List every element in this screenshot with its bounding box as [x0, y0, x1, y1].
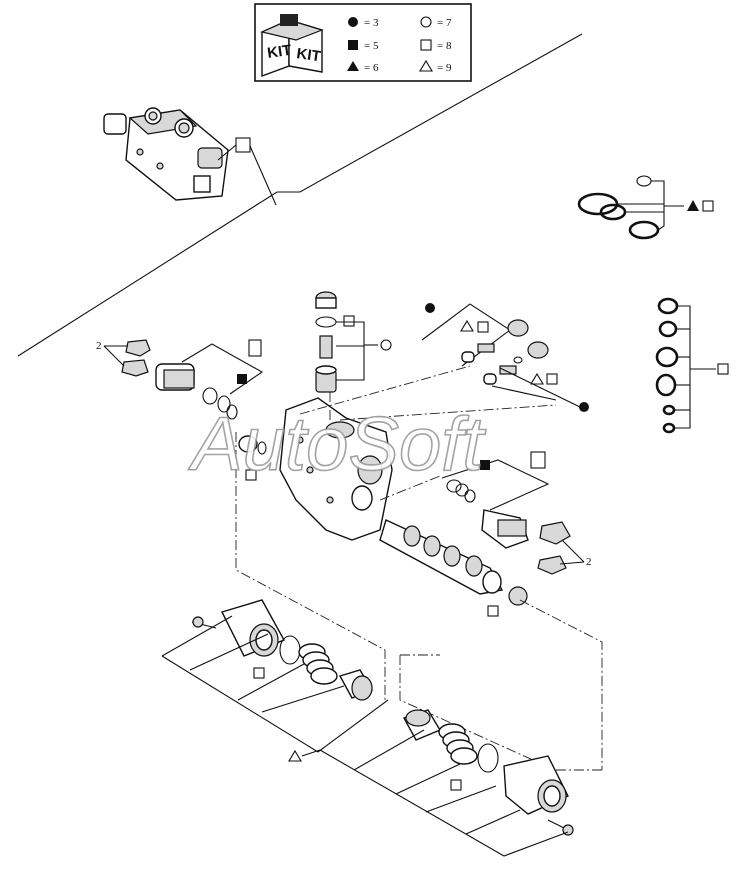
legend-open-circle-icon — [420, 16, 432, 28]
center-cartridge — [315, 291, 392, 393]
callout-filled-square-right-plug — [480, 460, 490, 470]
legend-open-triangle-icon — [419, 59, 433, 72]
callout-square-right-bottom — [717, 363, 729, 375]
valve-assembly-thumbnail — [103, 107, 229, 201]
legend-text-1: = 3 — [364, 17, 379, 29]
left-seal — [238, 435, 267, 481]
left-relief-plug: 2 — [96, 339, 264, 420]
separator-line — [17, 33, 583, 357]
callout-open-triangle-springs — [288, 749, 302, 762]
legend-filled-circle-icon — [348, 17, 358, 27]
callout-number-clip-right: 2 — [586, 556, 592, 568]
callout-filled-circle-lower — [579, 402, 589, 412]
spring-right — [438, 723, 478, 765]
callout-square-right-plug — [530, 451, 546, 469]
watermark-text: AutoSoft — [188, 402, 486, 487]
legend-filled-triangle-icon — [347, 61, 359, 71]
legend-text-3: = 6 — [364, 62, 379, 74]
callout-filled-triangle-right-top — [687, 200, 699, 211]
callout-square-right-top — [702, 200, 714, 212]
legend-text-5: = 8 — [437, 40, 452, 52]
spring-cap-right — [319, 709, 574, 857]
callout-number-clip-left: 2 — [96, 340, 102, 352]
callout-square-left-seal — [245, 469, 257, 481]
kit-label-right: KIT — [295, 45, 321, 65]
callout-square-cartridge — [343, 315, 355, 327]
spool — [379, 519, 528, 606]
callout-square-left-plug — [248, 339, 262, 357]
kit-legend: KIT KIT = 3 = 5 = 6 = 7 = 8 = 9 — [254, 3, 472, 82]
callout-square-spring-right — [450, 779, 462, 791]
callout-open-circle-cartridge — [380, 339, 392, 351]
spring-left — [298, 643, 338, 685]
callout-filled-circle-upper — [425, 303, 435, 313]
right-relief-plug: 2 — [441, 451, 592, 575]
spring-cap-left — [161, 599, 389, 753]
kit-box-icon: KIT KIT — [260, 14, 324, 78]
callout-square-spool — [487, 605, 499, 617]
legend-filled-square-icon — [348, 40, 358, 50]
legend-text-2: = 5 — [364, 40, 379, 52]
callout-square-thumbnail — [235, 137, 251, 153]
legend-text-6: = 9 — [437, 62, 452, 74]
callout-square-spring-left — [253, 667, 265, 679]
callout-square-upper — [477, 321, 489, 333]
check-valves-upper — [421, 303, 589, 412]
legend-text-4: = 7 — [437, 17, 452, 29]
o-ring-group-bottom — [655, 297, 729, 434]
legend-open-square-icon — [420, 39, 432, 51]
callout-square-lower — [546, 373, 558, 385]
callout-filled-square-left-plug — [237, 374, 247, 384]
kit-label-left: KIT — [266, 42, 292, 62]
valve-body — [279, 397, 393, 541]
callout-open-triangle-lower — [530, 372, 544, 385]
callout-open-triangle-upper — [460, 319, 474, 332]
o-ring-group-top — [577, 175, 714, 240]
